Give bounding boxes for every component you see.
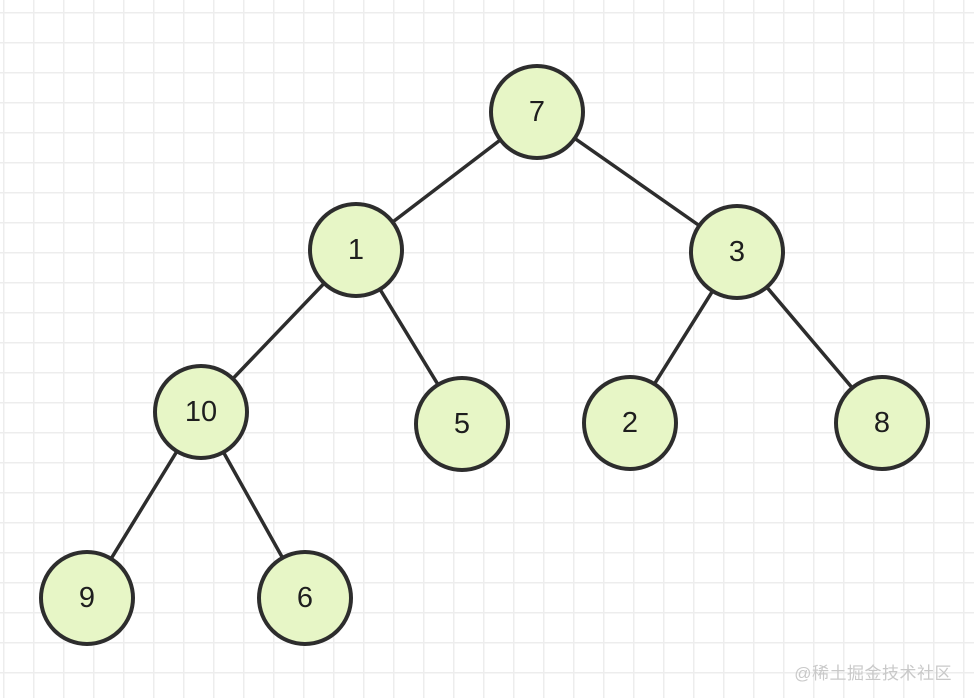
- tree-node-3: 3: [689, 204, 785, 300]
- tree-node-label-2: 2: [622, 407, 638, 439]
- tree-node-circle-5: [414, 376, 510, 472]
- tree-node-circle-6: [257, 550, 353, 646]
- tree-node-label-3: 3: [729, 236, 745, 268]
- tree-node-circle-10: [153, 364, 249, 460]
- tree-node-label-6: 6: [297, 582, 313, 614]
- tree-node-8: 8: [834, 375, 930, 471]
- tree-node-7: 7: [489, 64, 585, 160]
- tree-node-1: 1: [308, 202, 404, 298]
- tree-node-circle-7: [489, 64, 585, 160]
- tree-node-label-10: 10: [185, 396, 217, 428]
- tree-node-9: 9: [39, 550, 135, 646]
- tree-node-circle-2: [582, 375, 678, 471]
- tree-node-label-5: 5: [454, 408, 470, 440]
- tree-node-circle-1: [308, 202, 404, 298]
- tree-node-circle-9: [39, 550, 135, 646]
- tree-node-5: 5: [414, 376, 510, 472]
- tree-node-circle-8: [834, 375, 930, 471]
- tree-node-2: 2: [582, 375, 678, 471]
- tree-node-label-7: 7: [529, 96, 545, 128]
- tree-node-circle-3: [689, 204, 785, 300]
- tree-node-label-8: 8: [874, 407, 890, 439]
- tree-node-label-9: 9: [79, 582, 95, 614]
- tree-node-10: 10: [153, 364, 249, 460]
- tree-node-label-1: 1: [348, 234, 364, 266]
- watermark-text: @稀土掘金技术社区: [794, 664, 952, 683]
- tree-node-6: 6: [257, 550, 353, 646]
